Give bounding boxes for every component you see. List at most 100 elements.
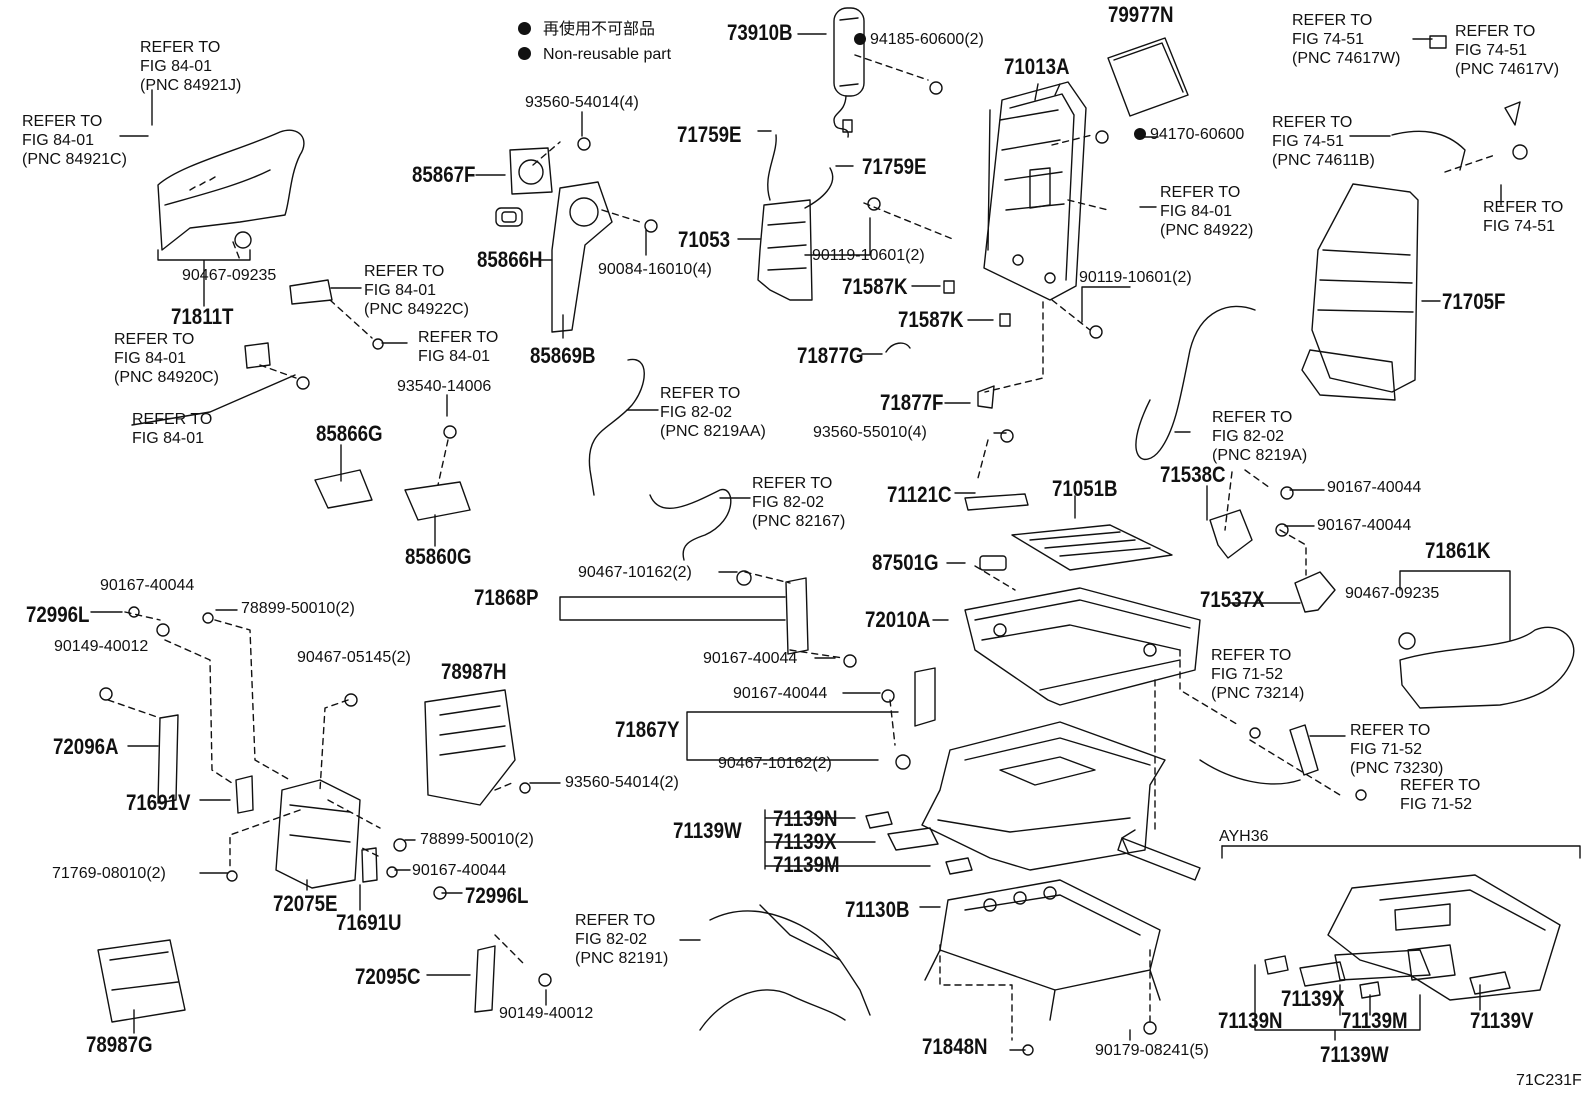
part-label-text: 71139M xyxy=(773,852,840,877)
part-label-text: 71139W xyxy=(673,818,742,843)
part-label-text: 71139N xyxy=(1218,1008,1283,1033)
part-label-p-71759E-b: 71759E xyxy=(862,156,926,178)
part-label-p-94170: 94170-60600 xyxy=(1134,127,1244,143)
part-label-text: 79977N xyxy=(1108,2,1174,27)
part-label-text: 71051B xyxy=(1052,476,1118,501)
part-label-r-84921C: REFER TO FIG 84-01 (PNC 84921C) xyxy=(22,112,127,169)
part-label-text: 71877G xyxy=(797,343,864,368)
part-label-p-90167-40044-a: 90167-40044 xyxy=(1327,480,1421,496)
wire-82191 xyxy=(699,904,871,1031)
part-label-p-71705F: 71705F xyxy=(1442,291,1505,313)
part-label-p-71139X-a: 71139X xyxy=(773,831,836,853)
part-71705F xyxy=(1301,183,1419,401)
part-label-p-71139M-a: 71139M xyxy=(773,854,840,876)
part-label-text: 71811T xyxy=(171,304,234,329)
part-label-text: REFER TO FIG 82-02 (PNC 82191) xyxy=(575,912,669,967)
non-reusable-dot-icon xyxy=(854,33,866,45)
part-85867F xyxy=(509,147,553,195)
part-label-p-71691V: 71691V xyxy=(126,792,190,814)
part-label-text: REFER TO FIG 84-01 xyxy=(132,411,213,447)
part-label-p-90467-09235-r: 90467-09235 xyxy=(1345,586,1439,602)
part-label-text: 90167-40044 xyxy=(100,577,195,594)
part-label-p-85866H: 85866H xyxy=(477,249,543,271)
part-71691V xyxy=(235,775,254,814)
part-label-p-90467-09235-l: 90467-09235 xyxy=(182,268,276,284)
part-label-p-72096A: 72096A xyxy=(53,736,119,758)
part-label-text: 71139W xyxy=(1320,1042,1389,1067)
legend-line-en: Non-reusable part xyxy=(518,47,671,63)
part-71587K xyxy=(943,280,1011,327)
part-71691U xyxy=(361,847,378,883)
part-label-p-71139N-a: 71139N xyxy=(773,808,837,830)
part-label-text: 71537X xyxy=(1200,587,1265,612)
part-label-text: 90167-40044 xyxy=(412,862,507,879)
part-label-text: REFER TO FIG 74-51 xyxy=(1483,199,1564,235)
variant-label: AYH36 xyxy=(1219,828,1269,845)
part-label-text: 90119-10601(2) xyxy=(812,247,925,264)
part-label-text: 78987G xyxy=(86,1032,153,1057)
arrow xyxy=(1117,829,1201,881)
part-label-text: 73910B xyxy=(727,20,793,45)
part-71139M-a xyxy=(945,857,973,875)
part-label-text: 71759E xyxy=(677,122,742,147)
part-label-p-72075E: 72075E xyxy=(273,893,337,915)
part-label-text: 72096A xyxy=(53,734,119,759)
part-label-text: 71868P xyxy=(474,585,539,610)
part-label-p-73910B: 73910B xyxy=(727,22,793,44)
part-label-p-72996L-b: 72996L xyxy=(465,885,528,907)
part-label-text: 71053 xyxy=(678,227,731,252)
part-71867Y xyxy=(914,667,936,727)
legend-line-jp: 再使用不可部品 xyxy=(518,22,655,38)
part-label-p-71587K-b: 71587K xyxy=(898,309,964,331)
part-label-p-93560-54014-top: 93560-54014(4) xyxy=(525,95,639,111)
part-label-text: 90467-09235 xyxy=(182,267,277,284)
part-label-p-78987H: 78987H xyxy=(441,661,507,683)
part-84922C xyxy=(289,279,333,305)
non-reusable-dot-icon xyxy=(1134,128,1146,140)
part-label-text: 78987H xyxy=(441,659,507,684)
part-72075E xyxy=(275,779,361,889)
part-label-text: 90467-05145(2) xyxy=(297,649,411,666)
part-label-text: 71139X xyxy=(773,829,837,854)
part-label-text: 71691U xyxy=(336,910,402,935)
part-label-r-74617W: REFER TO FIG 74-51 (PNC 74617W) xyxy=(1292,11,1400,68)
part-label-p-71139V: 71139V xyxy=(1470,1010,1533,1032)
part-label-p-71868P: 71868P xyxy=(474,587,538,609)
part-label-p-90084: 90084-16010(4) xyxy=(598,262,712,278)
part-label-text: 78899-50010(2) xyxy=(241,600,355,617)
part-85866G xyxy=(314,469,373,509)
part-label-text: 93560-54014(2) xyxy=(565,774,679,791)
part-label-text: 71691V xyxy=(126,790,191,815)
part-label-text: REFER TO FIG 84-01 (PNC 84920C) xyxy=(114,331,219,386)
part-label-p-71139M-b: 71139M xyxy=(1341,1010,1408,1032)
part-label-text: 71705F xyxy=(1442,289,1506,314)
part-label-text: 90119-10601(2) xyxy=(1079,269,1192,286)
part-label-r-84920C: REFER TO FIG 84-01 (PNC 84920C) xyxy=(114,330,219,387)
part-label-p-71051B: 71051B xyxy=(1052,478,1118,500)
part-label-p-90119-b: 90119-10601(2) xyxy=(1079,270,1192,286)
part-label-p-71867Y: 71867Y xyxy=(615,719,679,741)
part-label-text: REFER TO FIG 84-01 (PNC 84921J) xyxy=(140,39,242,94)
part-label-text: 71013A xyxy=(1004,54,1070,79)
part-label-text: 71759E xyxy=(862,154,927,179)
part-label-text: REFER TO FIG 84-01 (PNC 84922) xyxy=(1160,184,1254,239)
part-71537X xyxy=(1294,571,1336,613)
part-72096A xyxy=(157,714,179,804)
part-label-text: 78899-50010(2) xyxy=(420,831,534,848)
part-label-text: 90149-40012 xyxy=(54,638,149,655)
part-label-text: 85860G xyxy=(405,544,472,569)
part-label-p-90149-b: 90149-40012 xyxy=(499,1006,593,1022)
part-label-text: 90167-40044 xyxy=(703,650,798,667)
part-label-text: 72095C xyxy=(355,964,421,989)
legend-jp-text: 再使用不可部品 xyxy=(543,21,656,38)
part-label-p-94185: 94185-60600(2) xyxy=(854,32,984,48)
part-label-text: 94170-60600 xyxy=(1150,126,1245,143)
non-reusable-dot-icon xyxy=(518,22,531,35)
part-label-r-84-01-b: REFER TO FIG 84-01 xyxy=(132,410,212,448)
part-label-text: 72010A xyxy=(865,607,931,632)
part-label-p-78899-b: 78899-50010(2) xyxy=(420,832,534,848)
part-label-text: 71121C xyxy=(887,482,952,507)
part-label-text: 71867Y xyxy=(615,717,680,742)
part-label-p-71013A: 71013A xyxy=(1004,56,1070,78)
